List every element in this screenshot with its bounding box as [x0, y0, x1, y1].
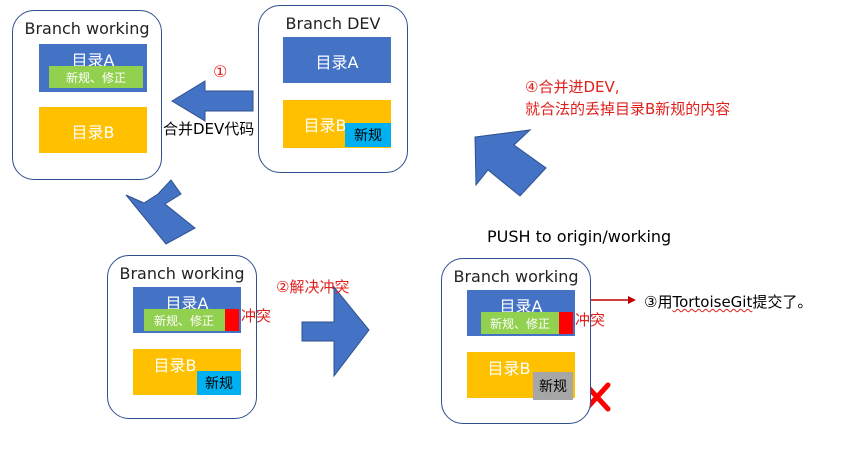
marker-arrowhead	[628, 296, 636, 304]
push-label: PUSH to origin/working	[487, 227, 672, 246]
directory-a-label: 目录A	[165, 294, 209, 313]
arrow-down-left-shape	[125, 179, 196, 245]
step-3-label: ③用TortoiseGit提交了。	[644, 291, 812, 312]
branch-working-card-3: Branch working 目录A 新规、修正 目录B 新规	[441, 258, 591, 424]
new-tag-discarded: 新规	[533, 372, 573, 400]
directory-b-label: 目录B	[153, 356, 197, 375]
directory-a-box: 目录A 新规、修正	[39, 44, 147, 92]
step-3-prefix: ③用	[644, 293, 673, 311]
arrow-left-shape	[171, 80, 254, 122]
directory-b-label: 目录B	[303, 116, 347, 135]
directory-b-box: 目录B 新规	[467, 352, 575, 400]
conflict-marker	[225, 309, 239, 331]
change-tag: 新规、修正	[49, 66, 143, 88]
card-title: Branch working	[24, 19, 150, 38]
new-tag: 新规	[197, 371, 241, 395]
step-2-label: ②解决冲突	[276, 278, 350, 296]
card-title: Branch working	[119, 264, 245, 283]
arrow-right-shape	[301, 285, 370, 378]
directory-a-label: 目录A	[499, 297, 543, 316]
directory-b-label: 目录B	[71, 123, 115, 142]
directory-a-box: 目录A 新规、修正	[133, 287, 241, 333]
step-1-label: 合并DEV代码	[163, 120, 255, 138]
conflict-label-1: 冲突	[241, 307, 272, 325]
conflict-marker	[559, 312, 573, 334]
branch-working-card-1: Branch working 目录A 新规、修正 目录B	[12, 10, 162, 180]
step-3-tool: TortoiseGit	[672, 293, 753, 311]
change-tag: 新规、修正	[144, 309, 230, 331]
step-4-line-1: ④合并进DEV,	[525, 78, 620, 96]
branch-dev-card: Branch DEV 目录A 目录B 新规	[258, 5, 408, 173]
card-title: Branch working	[453, 267, 579, 286]
directory-a-label: 目录A	[315, 53, 359, 72]
directory-a-box: 目录A 新规、修正	[467, 290, 575, 336]
directory-a-box: 目录A	[283, 37, 391, 83]
new-tag: 新规	[345, 123, 391, 147]
branch-working-card-2: Branch working 目录A 新规、修正 目录B 新规	[107, 255, 257, 419]
change-tag: 新规、修正	[481, 312, 565, 334]
step-3-suffix: 提交了。	[752, 293, 813, 311]
arrow-up-right-shape	[474, 129, 547, 197]
step-4-line-2: 就合法的丢掉目录B新规的内容	[525, 100, 731, 118]
directory-a-label: 目录A	[71, 51, 115, 70]
directory-b-box: 目录B 新规	[133, 349, 241, 395]
card-title: Branch DEV	[285, 14, 381, 33]
conflict-label-2: 冲突	[575, 311, 606, 329]
step-1-number: ①	[213, 62, 228, 81]
directory-b-label: 目录B	[487, 359, 531, 378]
directory-b-box: 目录B 新规	[283, 100, 391, 148]
directory-b-box: 目录B	[39, 107, 147, 153]
